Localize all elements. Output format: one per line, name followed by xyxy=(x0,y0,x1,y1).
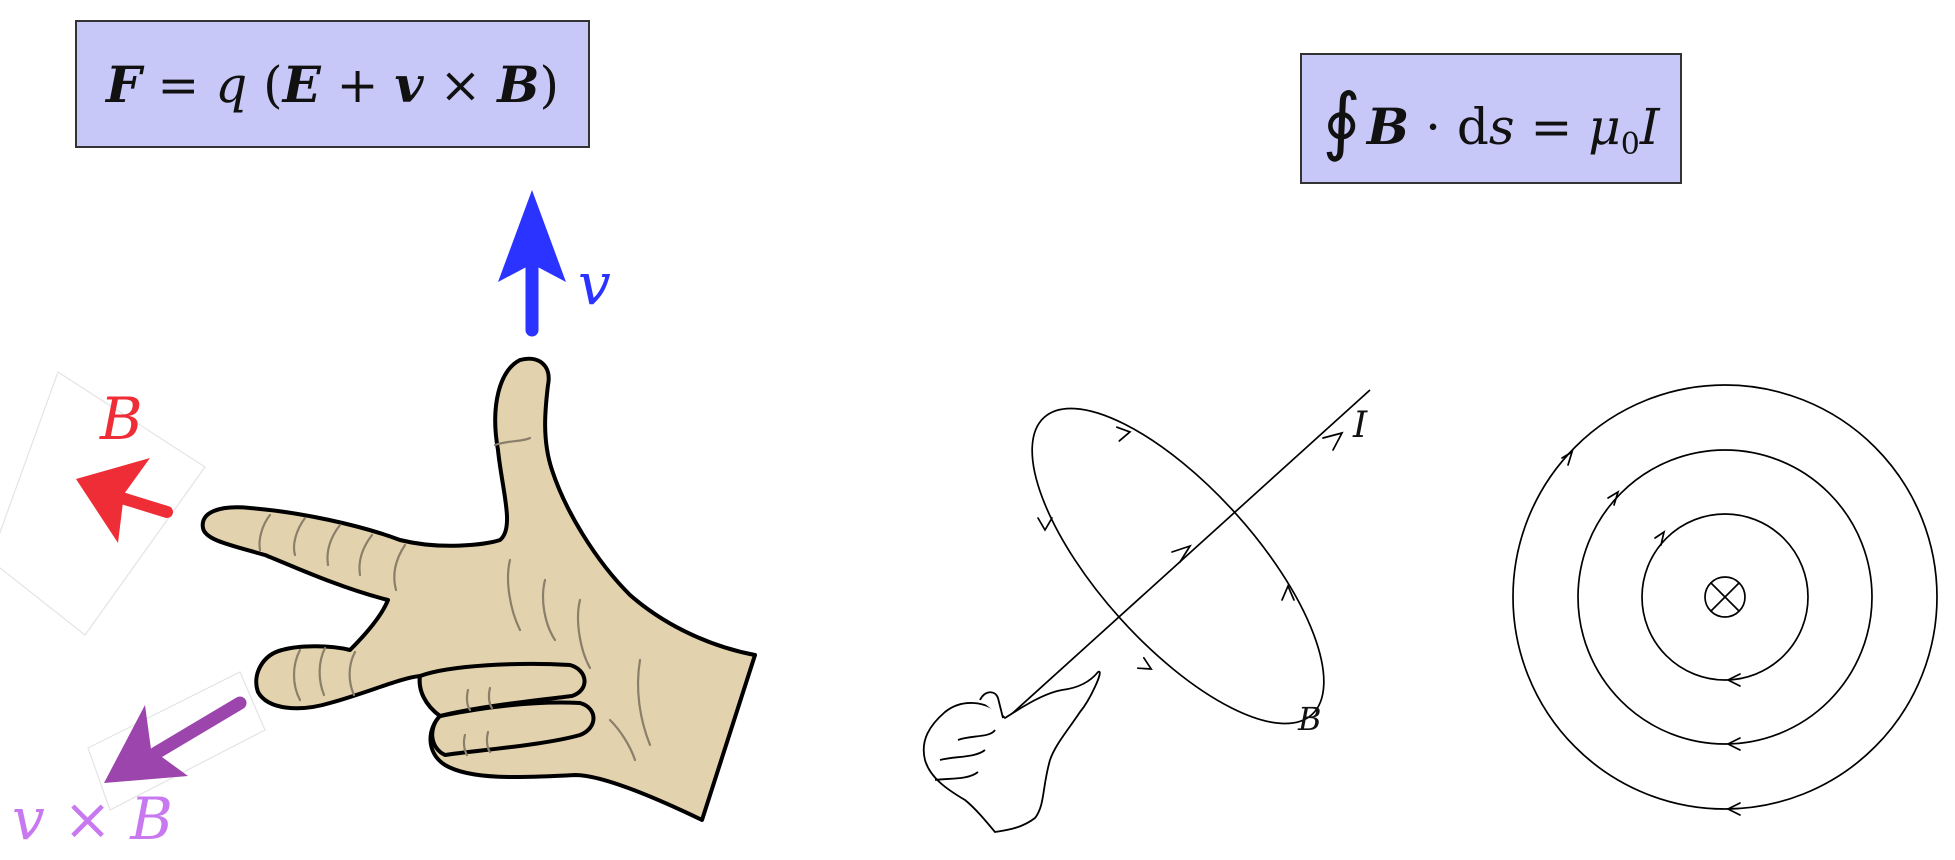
loop-field-label: B xyxy=(1298,700,1322,738)
current-wire xyxy=(1004,389,1371,721)
ampere-law-formula-box: ∮B · ds = μ0I xyxy=(1300,53,1682,184)
circle-arrowheads xyxy=(1561,450,1741,816)
ampere-law-formula: ∮B · ds = μ0I xyxy=(1322,77,1660,164)
magnetic-field-arrow xyxy=(76,458,173,543)
field-circle-middle xyxy=(1577,449,1873,745)
velocity-label: v xyxy=(578,250,611,318)
concentric-field-lines xyxy=(1512,384,1938,816)
current-label: I xyxy=(1353,405,1368,446)
formula-f: F xyxy=(105,54,142,114)
field-circle-outer xyxy=(1512,384,1938,810)
right-hand-illustration xyxy=(200,356,757,822)
loop-arrowheads xyxy=(1037,426,1344,670)
thumbs-up-hand-illustration xyxy=(922,671,1101,833)
magnetic-field-loop xyxy=(1031,407,1325,725)
current-loop-diagram xyxy=(1004,389,1371,725)
lorentz-force-formula: F = q (E + v × B) xyxy=(105,54,560,114)
lorentz-force-formula-box: F = q (E + v × B) xyxy=(75,20,590,148)
hand-creases xyxy=(258,436,652,762)
force-arrow xyxy=(104,696,247,783)
wire-into-page xyxy=(1704,576,1746,618)
velocity-arrow xyxy=(498,190,566,337)
field-circle-inner xyxy=(1641,513,1809,681)
force-label: v × B xyxy=(12,785,173,853)
magnetic-field-label: B xyxy=(100,385,143,453)
